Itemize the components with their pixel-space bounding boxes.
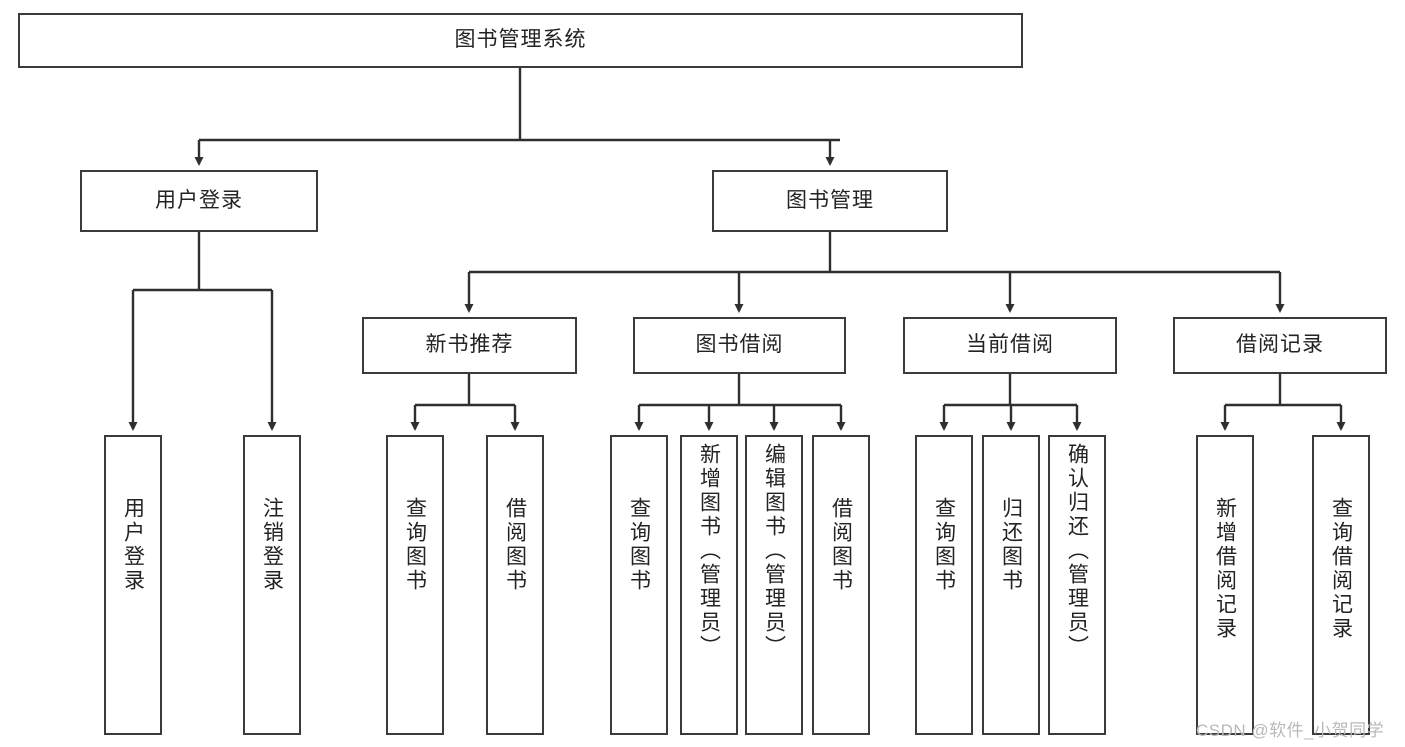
node-level3[interactable]: 新书推荐 — [362, 317, 577, 374]
node-leaf[interactable]: 查询图书 — [915, 435, 973, 735]
node-level3-label: 图书借阅 — [695, 333, 784, 357]
node-leaf[interactable]: 借阅图书 — [812, 435, 870, 735]
node-leaf[interactable]: 查询图书 — [610, 435, 668, 735]
node-leaf[interactable]: 编辑图书（管理员） — [745, 435, 803, 735]
node-level2-label: 图书管理 — [786, 188, 874, 212]
node-level2[interactable]: 图书管理 — [712, 170, 948, 232]
node-leaf[interactable]: 归还图书 — [982, 435, 1040, 735]
node-leaf-label: 查询图书 — [403, 497, 427, 593]
node-leaf[interactable]: 确认归还（管理员） — [1048, 435, 1106, 735]
node-leaf-label: 新增图书（管理员） — [697, 443, 721, 659]
node-leaf[interactable]: 新增图书（管理员） — [680, 435, 738, 735]
node-level3-label: 新书推荐 — [425, 333, 514, 357]
node-level2-label: 用户登录 — [155, 188, 243, 212]
node-leaf[interactable]: 新增借阅记录 — [1196, 435, 1254, 735]
node-leaf[interactable]: 用户登录 — [104, 435, 162, 735]
node-leaf[interactable]: 查询图书 — [386, 435, 444, 735]
node-level3[interactable]: 图书借阅 — [633, 317, 846, 374]
node-leaf[interactable]: 注销登录 — [243, 435, 301, 735]
node-leaf-label: 用户登录 — [121, 497, 145, 593]
node-leaf-label: 借阅图书 — [503, 497, 527, 593]
node-root[interactable]: 图书管理系统 — [18, 13, 1023, 68]
node-level3[interactable]: 借阅记录 — [1173, 317, 1387, 374]
node-leaf-label: 查询图书 — [627, 497, 651, 593]
node-level3[interactable]: 当前借阅 — [903, 317, 1117, 374]
node-leaf-label: 归还图书 — [999, 497, 1023, 593]
csdn-watermark: CSDN @软件_小贺同学 — [1196, 721, 1385, 740]
node-leaf-label: 注销登录 — [260, 497, 284, 593]
node-leaf[interactable]: 查询借阅记录 — [1312, 435, 1370, 735]
node-leaf-label: 编辑图书（管理员） — [762, 443, 786, 659]
node-leaf-label: 查询图书 — [932, 497, 956, 593]
node-leaf-label: 查询借阅记录 — [1329, 497, 1353, 641]
node-leaf[interactable]: 借阅图书 — [486, 435, 544, 735]
node-root-label: 图书管理系统 — [454, 28, 587, 52]
node-leaf-label: 新增借阅记录 — [1213, 497, 1237, 641]
node-leaf-label: 确认归还（管理员） — [1065, 443, 1089, 659]
node-level2[interactable]: 用户登录 — [80, 170, 318, 232]
node-level3-label: 借阅记录 — [1236, 333, 1324, 357]
node-level3-label: 当前借阅 — [966, 333, 1054, 357]
node-leaf-label: 借阅图书 — [829, 497, 853, 593]
